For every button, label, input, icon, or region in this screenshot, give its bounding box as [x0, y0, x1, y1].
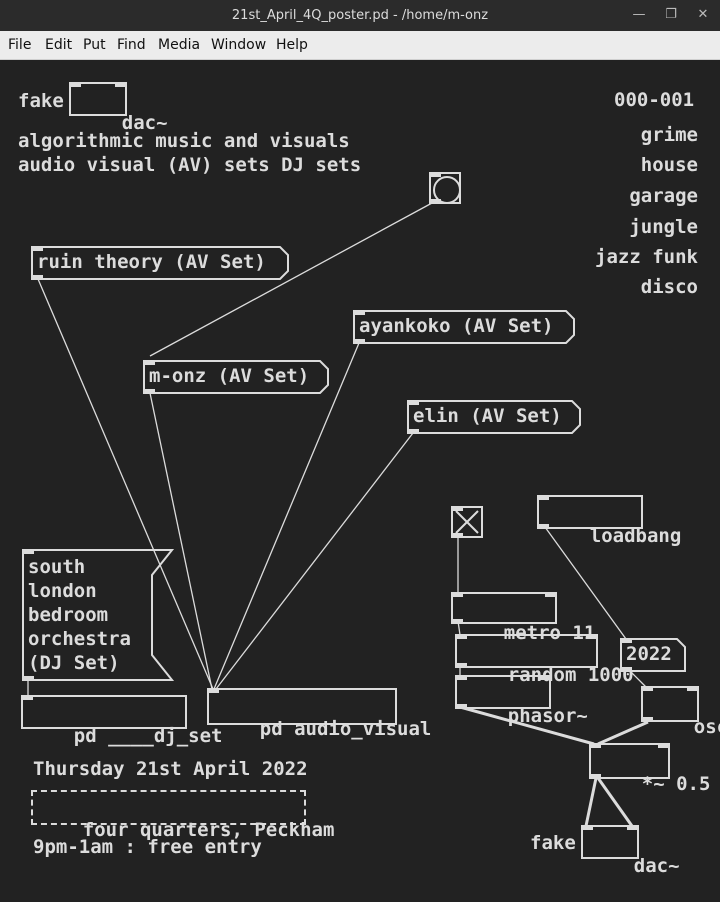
menu-put[interactable]: Put: [83, 37, 106, 53]
subtitle-line-2: audio visual (AV) sets DJ sets: [18, 154, 362, 176]
subtitle-line-1: algorithmic music and visuals: [18, 130, 350, 152]
header-dac-label: dac~: [121, 112, 168, 134]
metro-object[interactable]: metro 11: [451, 592, 595, 644]
bottom-dac-label: dac~: [633, 855, 680, 877]
bang-object[interactable]: [429, 172, 461, 204]
pd-audio-visual-object[interactable]: pd audio_visual: [207, 688, 431, 740]
genre-jazz-funk: jazz funk: [595, 246, 698, 268]
random-object[interactable]: random 1000: [455, 634, 634, 686]
title-bar: 21st_April_4Q_poster.pd - /home/m-onz — …: [0, 0, 720, 31]
message-ruin-theory[interactable]: ruin theory (AV Set): [31, 246, 289, 280]
number-2022[interactable]: 2022: [620, 638, 686, 672]
loadbang-label: loadbang: [589, 525, 682, 547]
message-ruin-theory-label: ruin theory (AV Set): [37, 251, 266, 273]
genre-grime: grime: [640, 124, 698, 146]
number-2022-label: 2022: [626, 643, 672, 665]
header-dac-object[interactable]: dac~: [69, 82, 168, 134]
toggle-object[interactable]: [451, 506, 483, 538]
genre-house: house: [640, 154, 698, 176]
message-m-onz-label: m-onz (AV Set): [149, 365, 310, 387]
toggle-x-icon: [455, 510, 479, 534]
event-venue-label: four quarters, Peckham: [82, 819, 335, 841]
mult-label: *~ 0.5: [641, 773, 711, 795]
cord-monz-av: [149, 392, 213, 690]
mult-object[interactable]: *~ 0.5: [589, 743, 710, 795]
menu-file[interactable]: File: [8, 37, 32, 53]
pd-dj-set-object[interactable]: pd ____dj_set: [21, 695, 222, 747]
genre-garage: garage: [629, 185, 698, 207]
osc-label: osc~: [693, 716, 720, 738]
bottom-fake-text: fake: [530, 832, 576, 854]
osc-object[interactable]: osc~: [641, 686, 720, 738]
catalog-number: 000-001: [614, 89, 695, 111]
menu-help[interactable]: Help: [276, 37, 308, 53]
cord-phasor-mult: [459, 705, 595, 746]
message-south-london[interactable]: south london bedroom orchestra (DJ Set): [22, 549, 175, 681]
pd-audio-visual-label: pd audio_visual: [259, 718, 432, 740]
menu-window[interactable]: Window: [211, 37, 267, 53]
message-elin[interactable]: elin (AV Set): [407, 400, 581, 434]
menu-media[interactable]: Media: [158, 37, 201, 53]
message-m-onz[interactable]: m-onz (AV Set): [143, 360, 329, 394]
bottom-dac-object[interactable]: dac~: [581, 825, 680, 877]
cord-bang-monz: [149, 202, 433, 357]
maximize-icon[interactable]: ❐: [665, 7, 677, 22]
window-title: 21st_April_4Q_poster.pd - /home/m-onz: [231, 8, 489, 23]
header-fake-text: fake: [18, 90, 64, 112]
menu-edit[interactable]: Edit: [45, 37, 73, 53]
bang-circle-icon: [433, 176, 461, 204]
pd-dj-set-label: pd ____dj_set: [73, 725, 223, 747]
cord-mult-dac-l: [584, 777, 598, 827]
phasor-object[interactable]: phasor~: [455, 675, 588, 727]
message-south-london-label: south london bedroom orchestra (DJ Set): [28, 556, 131, 674]
loadbang-object[interactable]: loadbang: [537, 495, 681, 547]
cord-loadbang-2022: [544, 526, 627, 640]
cord-osc-mult: [597, 720, 649, 746]
menu-bar: File Edit Put Find Media Window Help: [0, 31, 720, 60]
phasor-label: phasor~: [507, 705, 588, 727]
event-time: 9pm-1am : free entry: [33, 836, 262, 858]
minimize-icon[interactable]: —: [632, 7, 646, 22]
patch-cords: [27, 202, 649, 827]
close-icon[interactable]: ✕: [697, 7, 709, 22]
message-ayankoko-label: ayankoko (AV Set): [359, 315, 554, 337]
patch-canvas[interactable]: fake dac~ algorithmic music and visuals …: [0, 60, 720, 900]
event-date: Thursday 21st April 2022: [33, 758, 308, 780]
cord-ruin-av: [37, 278, 214, 690]
cord-elin-av: [215, 432, 414, 690]
message-elin-label: elin (AV Set): [413, 405, 562, 427]
genre-jungle: jungle: [629, 216, 698, 238]
cord-mult-dac-r: [596, 777, 634, 827]
message-ayankoko[interactable]: ayankoko (AV Set): [353, 310, 575, 344]
cord-ayankoko-av: [213, 342, 360, 690]
event-venue: four quarters, Peckham: [31, 790, 334, 841]
menu-find[interactable]: Find: [117, 37, 146, 53]
genre-disco: disco: [640, 276, 698, 298]
